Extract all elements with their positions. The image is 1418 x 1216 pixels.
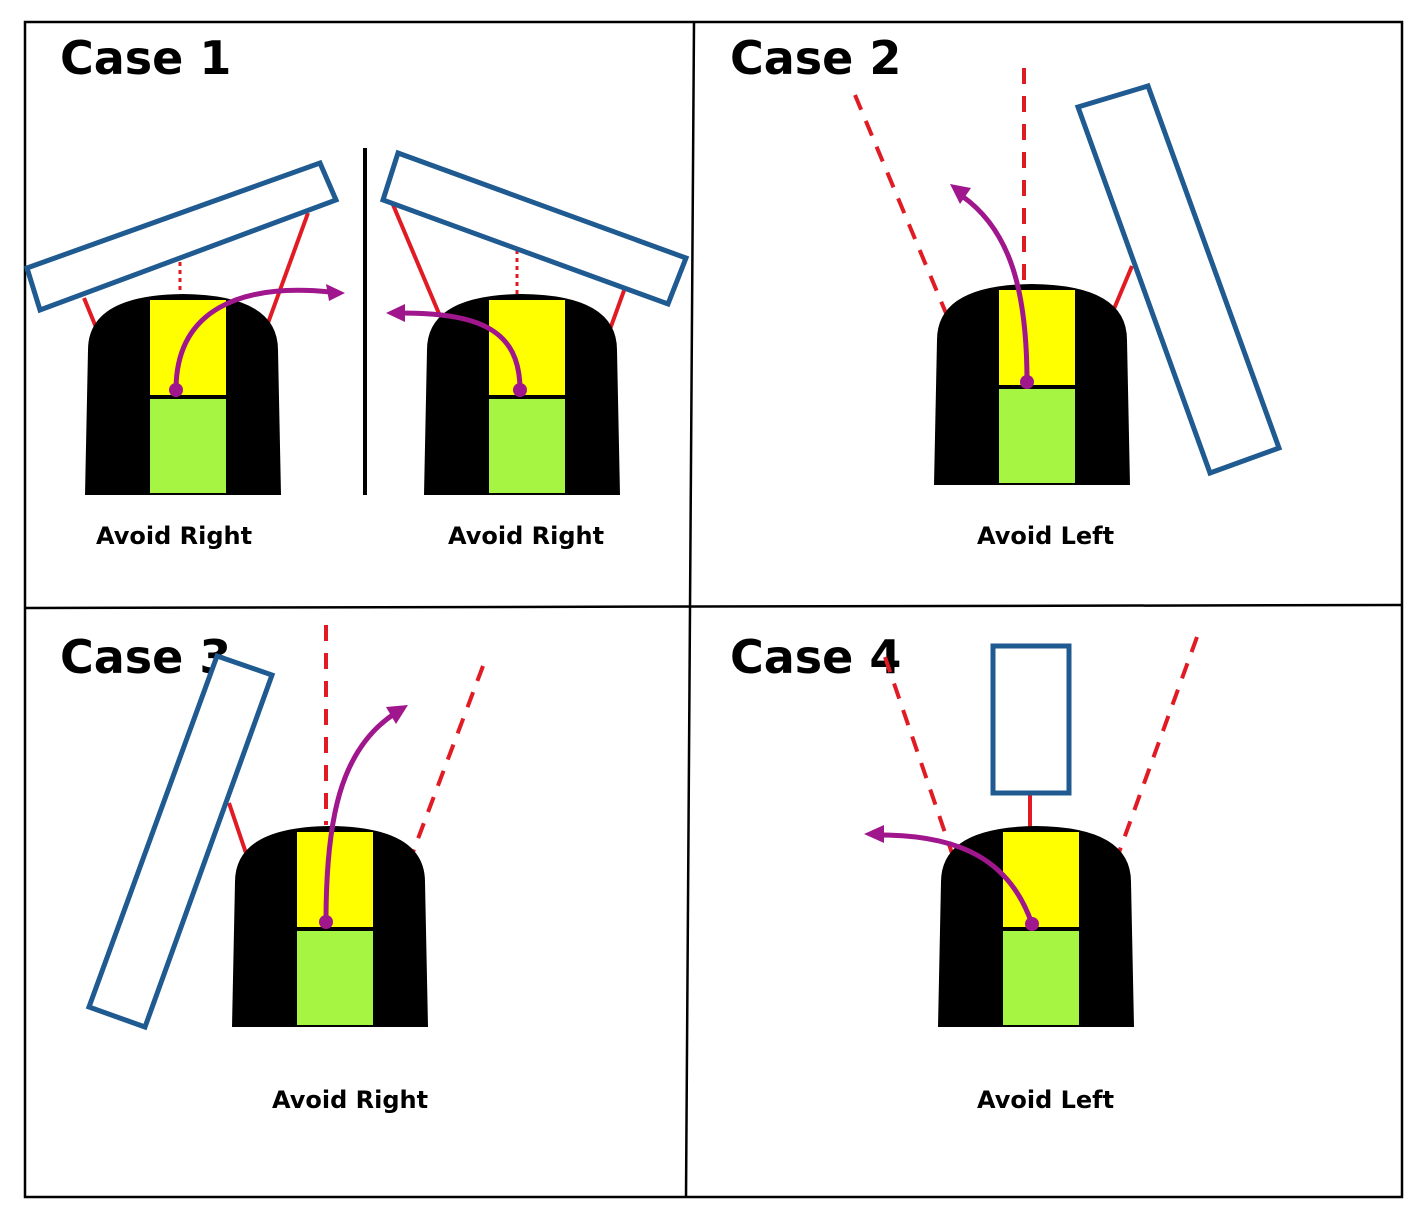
case-3-title: Case 3 — [60, 630, 231, 684]
obstacle-block — [990, 643, 1072, 796]
left-sensor-ray — [883, 656, 957, 863]
case-4-title: Case 4 — [730, 630, 901, 684]
arrowhead — [950, 184, 971, 204]
panel-grid — [23, 20, 1404, 1199]
case-1-title: Case 1 — [60, 31, 231, 85]
right-sensor-ray — [408, 665, 485, 861]
case-3-panel: Case 3 Avoid Right — [60, 625, 485, 1114]
left-sensor-ray — [853, 94, 950, 319]
path-origin — [1025, 917, 1039, 931]
obstacle-wall — [1074, 82, 1283, 477]
path-origin — [319, 915, 333, 929]
arrowhead — [864, 825, 884, 843]
case-2-title: Case 2 — [730, 31, 901, 85]
left-sensor-ray — [389, 199, 442, 317]
path-origin — [169, 383, 183, 397]
case-2-caption: Avoid Left — [977, 522, 1114, 550]
avoid-path — [879, 832, 1035, 925]
path-origin — [513, 383, 527, 397]
case-1a-scenario: Avoid Right — [23, 159, 345, 550]
obstacle-wall — [379, 149, 690, 308]
arrowhead — [386, 705, 408, 724]
case-1-panel: Case 1 Avoid Right Avoid Right — [23, 31, 690, 550]
obstacle-wall — [23, 159, 340, 314]
avoid-path — [399, 310, 523, 391]
arrowhead — [386, 304, 405, 322]
robot — [85, 294, 281, 495]
case-2-panel: Case 2 Avoid Left — [730, 31, 1283, 550]
right-sensor-ray — [1115, 636, 1199, 859]
arrowhead — [326, 284, 345, 301]
avoid-path — [173, 287, 331, 391]
path-origin — [1020, 375, 1034, 389]
obstacle-wall — [85, 652, 276, 1031]
avoid-path — [960, 193, 1030, 383]
case-4-panel: Case 4 Avoid Left — [730, 630, 1199, 1114]
case-3-caption: Avoid Right — [272, 1086, 428, 1114]
right-sensor-ray — [266, 212, 310, 324]
case-1a-caption: Avoid Right — [96, 522, 252, 550]
right-sensor-ray — [607, 284, 628, 333]
case-1b-scenario: Avoid Right — [379, 149, 690, 550]
avoid-path — [323, 711, 396, 923]
case-1b-caption: Avoid Right — [448, 522, 604, 550]
case-4-caption: Avoid Left — [977, 1086, 1114, 1114]
